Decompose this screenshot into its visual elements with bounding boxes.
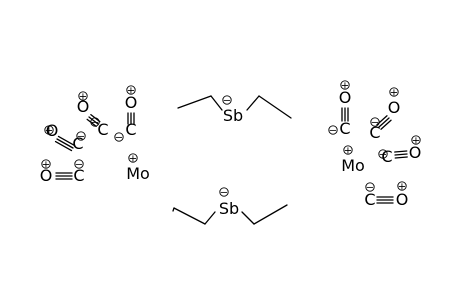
left-co3-bond-line-1 (56, 138, 74, 149)
right-c4-charge-ring (365, 182, 375, 192)
left-co1-bond-line-2 (86, 118, 97, 128)
left-o2-charge-ring (126, 85, 136, 95)
top-sb-ethyl-right-ch2 (246, 95, 260, 111)
top-sb-ethyl-left-ch3 (177, 95, 212, 109)
left-o2: O (125, 93, 138, 112)
right-o4-charge-ring (397, 181, 407, 191)
top-sb-charge-ring (222, 95, 232, 105)
right-co2-bond-line-0 (380, 119, 392, 130)
left-c4: C (73, 166, 84, 185)
left-mo: Mo (126, 164, 150, 183)
top-sb-charge: − (223, 95, 231, 106)
right-c1: C (339, 119, 350, 138)
left-c4-charge: − (75, 159, 83, 170)
left-o4-charge: + (42, 159, 50, 170)
right-c1-charge-ring (328, 125, 338, 135)
bottom-sb-charge-ring (219, 187, 229, 197)
left-c3-charge-ring (76, 131, 86, 141)
bonds-layer (54, 95, 408, 225)
right-o4: O (396, 190, 409, 209)
labels-layer: O+C−O+C−O+C−O+C−Mo+Sb−Sb−O+C−O+C−O+C−Mo+… (40, 80, 422, 218)
right-c1-charge: − (329, 125, 337, 136)
right-co3-bond-line-1 (394, 153, 408, 156)
right-mo-charge: + (344, 145, 352, 156)
left-c1: C (97, 120, 108, 139)
bottom-sb-ethyl-right-ch2 (241, 211, 255, 225)
right-o2-charge-ring (389, 87, 399, 97)
left-mo-charge: + (129, 153, 137, 164)
right-co2-bond-line-1 (378, 117, 390, 128)
left-c2-charge: − (115, 132, 123, 143)
bottom-sb: Sb (219, 199, 239, 218)
right-c3-charge: − (379, 149, 387, 160)
left-co3-bond-line-2 (54, 140, 73, 152)
left-c3-charge: − (77, 131, 85, 142)
right-o4-charge: + (398, 181, 406, 192)
right-co3-bond-line-2 (394, 156, 408, 159)
right-c3: C (381, 147, 392, 166)
bottom-sb-charge: − (220, 187, 228, 198)
top-sb-ethyl-right-ch3 (258, 95, 292, 119)
top-sb-ethyl-left-ch2 (210, 95, 223, 111)
left-c3: C (72, 134, 83, 153)
right-o2-charge: + (390, 87, 398, 98)
left-o3-charge-ring (44, 125, 54, 135)
right-o1-charge-ring (340, 80, 350, 90)
right-o3: O (409, 143, 422, 162)
right-o1: O (339, 88, 352, 107)
bottom-sb-ethyl-left-ch3 (173, 207, 206, 225)
right-mo-charge-ring (343, 145, 353, 155)
left-co3-bond-line-0 (57, 135, 76, 147)
left-co1-bond-line-1 (88, 116, 99, 125)
bottom-sb-ethyl-left-ch2 (204, 211, 216, 225)
left-c2-charge-ring (114, 132, 124, 142)
right-o3-charge-ring (411, 135, 421, 145)
left-o4-charge-ring (41, 159, 51, 169)
right-o3-charge: + (412, 135, 420, 146)
left-o1-charge: + (79, 91, 87, 102)
left-c1-charge: − (91, 117, 99, 128)
left-c1-charge-ring (90, 117, 100, 127)
right-c2-charge-ring (370, 117, 380, 127)
right-c4-charge: − (366, 182, 374, 193)
right-co3-bond-line-0 (394, 150, 408, 153)
left-c4-charge-ring (74, 159, 84, 169)
right-o1-charge: + (341, 80, 349, 91)
right-c2: C (369, 123, 380, 142)
left-o1-charge-ring (78, 91, 88, 101)
top-sb: Sb (223, 106, 243, 125)
right-mo: Mo (341, 156, 365, 175)
right-c4: C (364, 190, 375, 209)
left-o4: O (40, 166, 53, 185)
left-o2-charge: + (127, 85, 135, 96)
bottom-sb-ethyl-right-ch3 (253, 204, 288, 225)
left-o1: O (77, 97, 90, 116)
left-c2: C (125, 120, 136, 139)
left-mo-charge-ring (128, 153, 138, 163)
right-c3-charge-ring (378, 149, 388, 159)
right-c2-charge: − (371, 117, 379, 128)
right-o2: O (388, 98, 401, 117)
left-o3-charge: + (45, 125, 53, 136)
